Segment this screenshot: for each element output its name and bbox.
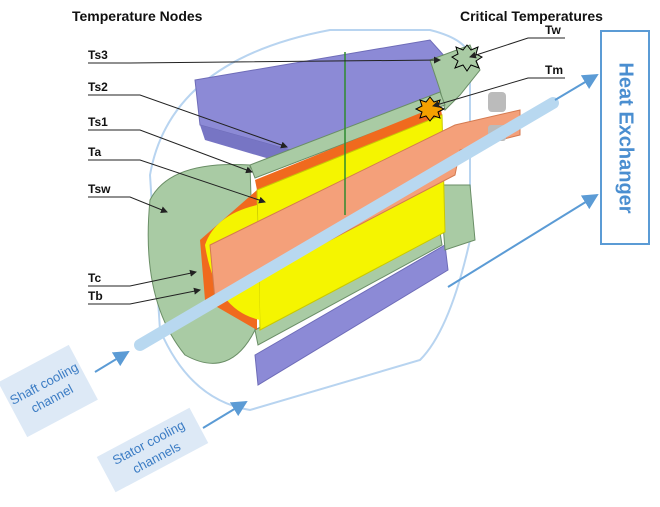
stator-lower bbox=[254, 244, 449, 386]
critical-tw: Tw bbox=[545, 23, 561, 37]
heat-exchanger-box: Heat Exchanger bbox=[600, 30, 650, 245]
shaft-cooling-channel bbox=[134, 97, 559, 351]
node-ts2: Ts2 bbox=[88, 80, 108, 94]
temperature-nodes-heading: Temperature Nodes bbox=[72, 8, 203, 24]
node-ts1: Ts1 bbox=[88, 115, 108, 129]
magnet bbox=[255, 105, 442, 190]
shaft-arrow bbox=[94, 350, 130, 373]
critical-tm: Tm bbox=[545, 63, 563, 77]
outlet-arrow-stator bbox=[447, 193, 599, 288]
outlet-arrow-shaft bbox=[554, 73, 599, 101]
tm-burst-icon bbox=[414, 96, 446, 122]
end-windings-left bbox=[147, 163, 256, 364]
critical-temperatures-heading: Critical Temperatures bbox=[460, 8, 603, 24]
tw-burst-icon bbox=[451, 44, 483, 72]
stator-arrow-in bbox=[202, 400, 248, 429]
node-ta: Ta bbox=[88, 145, 102, 159]
node-tb: Tb bbox=[88, 289, 103, 303]
node-tc: Tc bbox=[88, 271, 102, 285]
heat-exchanger-label: Heat Exchanger bbox=[614, 61, 637, 214]
node-tsw: Tsw bbox=[88, 182, 111, 196]
node-ts3: Ts3 bbox=[88, 48, 108, 62]
leader-lines bbox=[88, 37, 565, 305]
